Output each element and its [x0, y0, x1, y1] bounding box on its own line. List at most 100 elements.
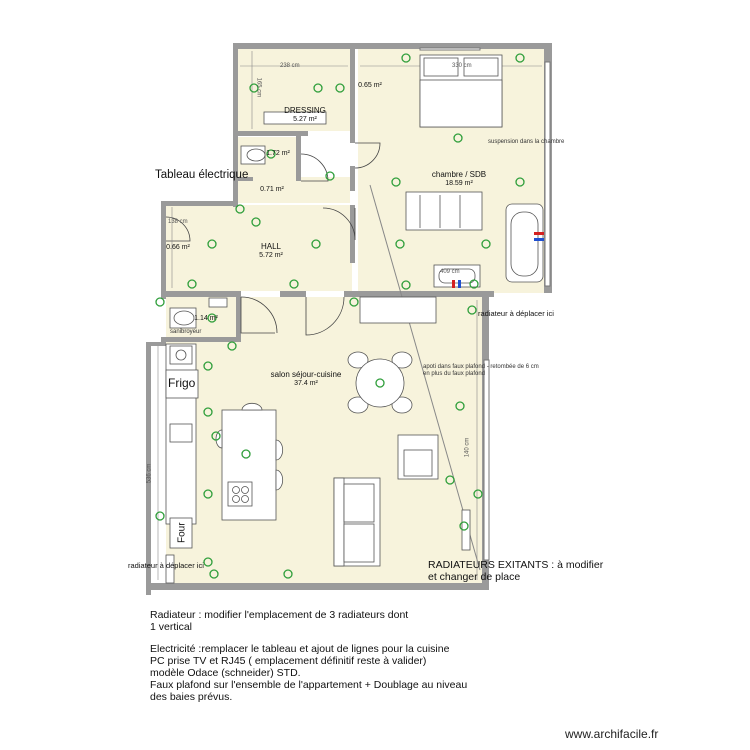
outlet-icon [395, 239, 405, 249]
outlet-icon [311, 239, 321, 249]
dim-bath-width: 409 cm [440, 269, 460, 275]
dressing-shelf [263, 111, 327, 125]
oven [169, 517, 193, 549]
window [483, 359, 490, 561]
outlet-icon [207, 313, 217, 323]
toilet-bowl [173, 310, 195, 326]
door-swing [300, 153, 329, 182]
dim-dressing-height: 165 cm [255, 77, 262, 98]
dressing-label: DRESSING [284, 106, 326, 115]
outlet-icon [391, 177, 401, 187]
outlet-icon [325, 171, 335, 181]
living-area: 37.4 m² [294, 380, 318, 387]
living-label: salon séjour-cuisine [270, 370, 342, 379]
shower-tray [405, 191, 483, 231]
outlet-icon [283, 569, 293, 579]
sanibroyeur-label: sanibroyeur [170, 329, 202, 335]
outlet-icon [335, 83, 345, 93]
pillow [423, 57, 459, 77]
wall [296, 131, 301, 181]
wall [344, 291, 494, 297]
stool [241, 402, 263, 411]
outlet-icon [515, 177, 525, 187]
door-swing [354, 142, 381, 169]
outlet-icon [207, 239, 217, 249]
sink-basin [438, 268, 476, 284]
burner [232, 486, 240, 494]
burner [241, 495, 249, 503]
island-hob [227, 481, 253, 507]
corridor-area: 0.71 m² [260, 186, 284, 193]
outlet-icon [289, 279, 299, 289]
burner [232, 495, 240, 503]
outlet-icon [445, 475, 455, 485]
outlet-icon [375, 378, 385, 388]
radiateur-note: Radiateur : modifier l'emplacement de 3 … [150, 609, 409, 634]
wall [161, 201, 233, 206]
electricite-note: Electricité :remplacer le tableau et ajo… [150, 643, 468, 704]
dim-hall-side: 138 cm [168, 219, 188, 225]
wc-lower-area: 1.14 m² [194, 315, 218, 322]
sofa-cushion [343, 483, 375, 523]
outlet-icon [203, 557, 213, 567]
burner [175, 349, 187, 361]
wall [350, 166, 355, 191]
outlet-icon [235, 204, 245, 214]
burner [241, 486, 249, 494]
dining-set [347, 351, 413, 414]
tableau-electrique-label: Tableau électrique [155, 169, 249, 181]
dim-dressing-width: 238 cm [280, 63, 300, 69]
outlet-icon [401, 53, 411, 63]
outlet-icon [313, 83, 323, 93]
wall [146, 342, 166, 346]
stool [275, 439, 284, 461]
outlet-icon [241, 449, 251, 459]
small-room-area: 0.65 m² [358, 82, 382, 89]
toilet-bowl [246, 148, 266, 162]
chair [391, 351, 413, 369]
sofa-cushion [343, 523, 375, 563]
wall [161, 337, 241, 342]
bedroom-furniture [263, 54, 544, 324]
wall [350, 43, 355, 143]
wall [350, 205, 355, 263]
window [544, 61, 551, 287]
outlet-icon [455, 401, 465, 411]
radiator [165, 554, 175, 584]
stool [275, 469, 284, 491]
pillow [463, 57, 499, 77]
radiator-cold-marker [534, 238, 544, 241]
radiator-move-left-note: radiateur à déplacer ici [128, 561, 204, 570]
hand-basin [208, 297, 228, 308]
doors [165, 142, 381, 336]
oven-label: Four [176, 522, 188, 544]
armchair-seat [403, 449, 433, 477]
hall-label: HALL [260, 242, 281, 251]
outlet-icon [249, 83, 259, 93]
bed-sheet [419, 79, 503, 128]
outlet-icon [401, 280, 411, 290]
wc-fixtures [169, 145, 266, 329]
outlet-icon [155, 297, 165, 307]
outlet-icon [211, 431, 221, 441]
wall [146, 583, 489, 590]
wall [233, 43, 238, 207]
bathtub-inner [510, 211, 539, 277]
wall [280, 291, 306, 297]
fridge [165, 369, 199, 399]
outlet-icon [349, 297, 359, 307]
outlet-icon [209, 569, 219, 579]
dim-bedroom-width: 330 cm [452, 63, 472, 69]
radiator-move-right-note: radiateur à déplacer ici [478, 309, 554, 318]
outlet-icon [187, 279, 197, 289]
outlet-icon [227, 341, 237, 351]
outlet-icon [473, 489, 483, 499]
outlets [155, 53, 525, 579]
hall-cabinet [359, 296, 437, 324]
outlet-icon [251, 217, 261, 227]
sofa-back [333, 477, 345, 567]
annotation-leader [369, 184, 481, 571]
radiator-hot-marker [452, 280, 455, 288]
suspension-note: suspension dans la chambre [488, 139, 565, 145]
wall [233, 43, 552, 49]
